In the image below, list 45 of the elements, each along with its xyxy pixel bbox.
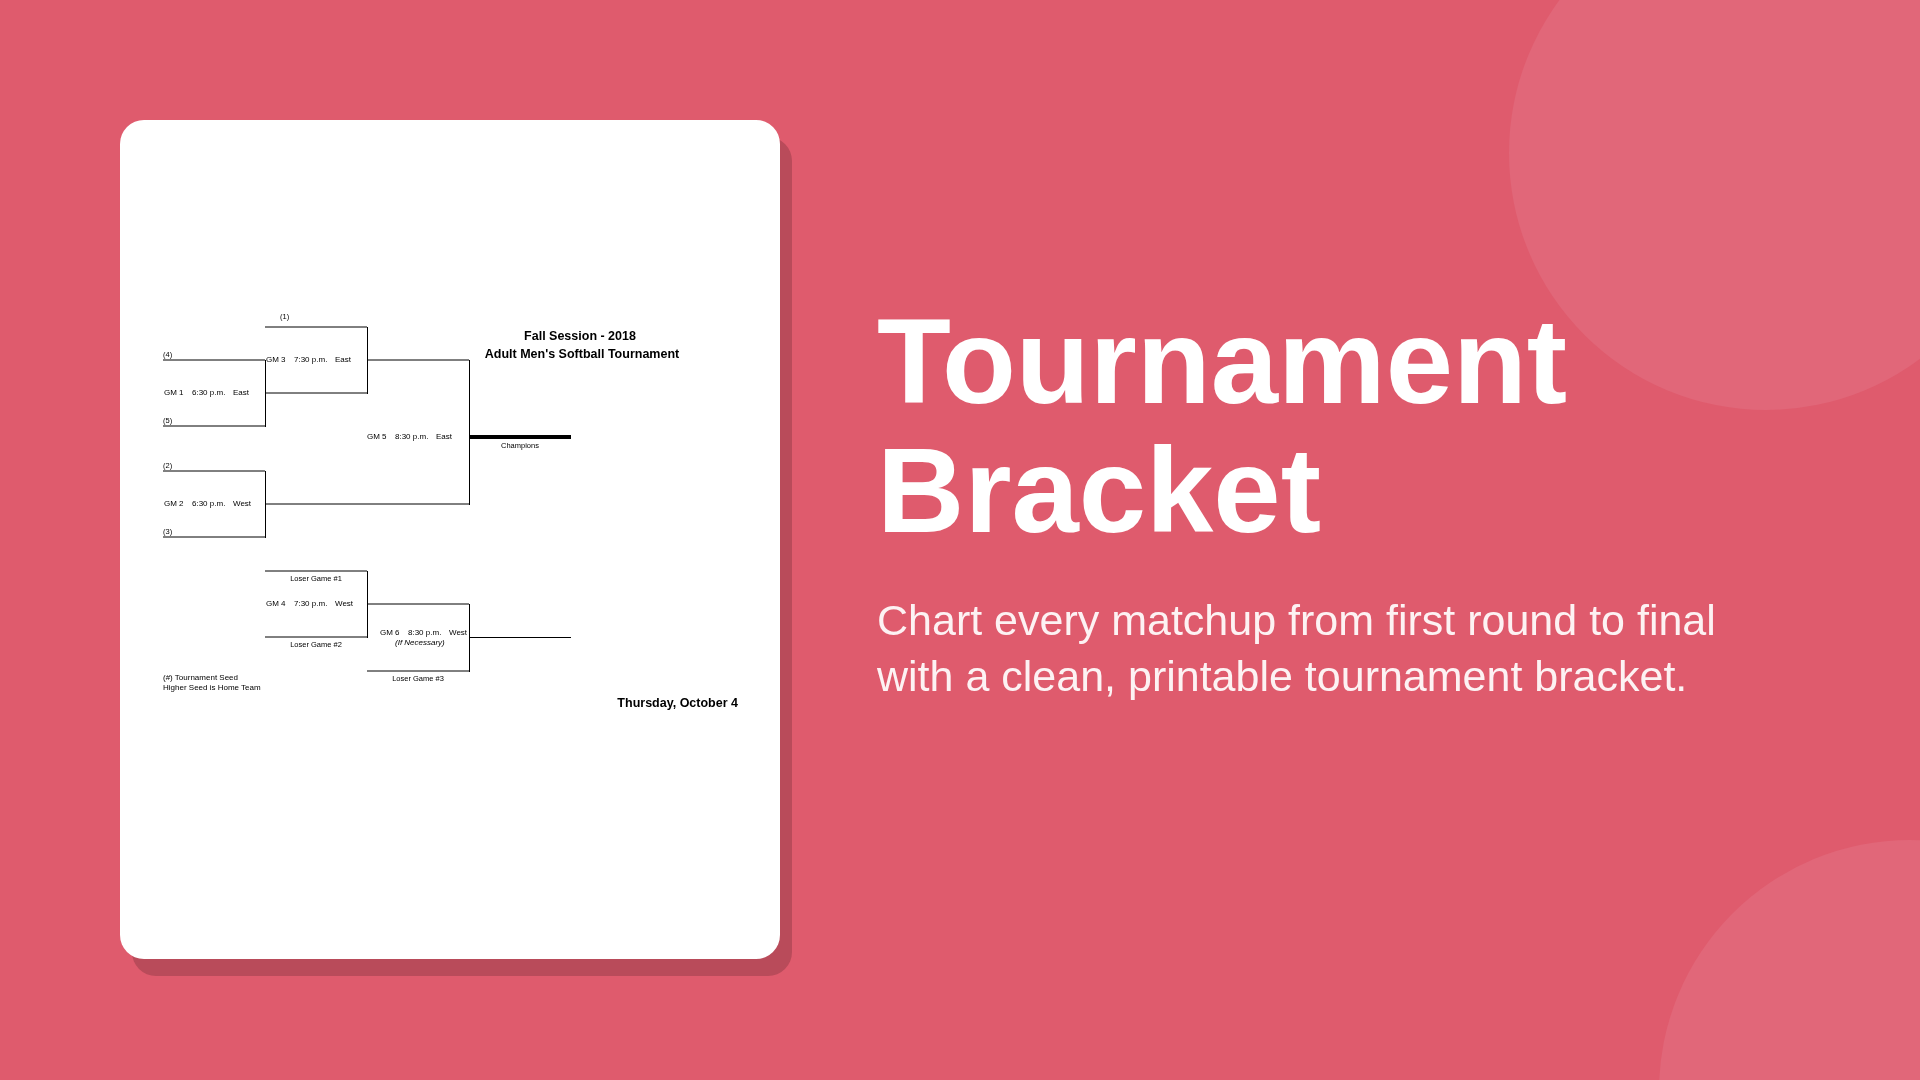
tournament-name: Adult Men's Softball Tournament bbox=[484, 346, 680, 363]
bracket-line bbox=[162, 536, 266, 538]
game-number: GM 3 bbox=[266, 355, 286, 365]
game-number: GM 1 bbox=[164, 388, 184, 398]
bracket-line bbox=[162, 470, 266, 472]
game-time: 6:30 p.m. bbox=[192, 388, 226, 398]
bracket-line bbox=[264, 326, 368, 328]
game-bracket bbox=[367, 359, 470, 505]
location-label: East bbox=[335, 355, 351, 365]
game-number: GM 2 bbox=[164, 499, 184, 509]
game-bracket bbox=[265, 326, 368, 394]
game-bracket bbox=[163, 359, 266, 427]
location-label: East bbox=[436, 432, 452, 442]
game-time: 6:30 p.m. bbox=[192, 499, 226, 509]
game-time: 7:30 p.m. bbox=[294, 355, 328, 365]
bracket-line bbox=[162, 359, 266, 361]
bracket-line bbox=[366, 603, 470, 605]
bracket-line bbox=[264, 503, 470, 505]
game-bracket bbox=[265, 570, 368, 638]
date-label: Thursday, October 4 bbox=[617, 695, 738, 712]
page-subtitle: Chart every matchup from first round to final with a clean, printable tournament bracket. bbox=[877, 595, 1717, 702]
bracket-line bbox=[366, 670, 470, 672]
seed-note: (#) Tournament Seed bbox=[163, 672, 238, 683]
game-number: GM 6 bbox=[380, 627, 400, 638]
bracket-line bbox=[162, 425, 266, 427]
bracket-line bbox=[468, 637, 572, 638]
bracket-line bbox=[264, 636, 368, 638]
home-team-note: Higher Seed is Home Team bbox=[163, 682, 261, 693]
sheet-title: Fall Session - 2018 bbox=[524, 328, 636, 345]
game-note: (If Necessary) bbox=[395, 637, 445, 647]
game-time: 8:30 p.m. bbox=[395, 432, 429, 442]
bracket-line bbox=[366, 359, 470, 361]
game-number: GM 5 bbox=[367, 432, 387, 442]
game-number: GM 4 bbox=[266, 599, 286, 609]
location-label: East bbox=[233, 388, 249, 398]
game-time: 8:30 p.m. bbox=[408, 627, 442, 638]
location-label: West bbox=[335, 599, 354, 609]
game-bracket bbox=[163, 470, 266, 538]
page-title: Tournament Bracket bbox=[877, 297, 1568, 555]
bracket-line bbox=[264, 392, 368, 394]
location-label: West bbox=[449, 627, 468, 638]
bracket-line bbox=[264, 570, 368, 572]
game-time: 7:30 p.m. bbox=[294, 599, 328, 609]
location-label: West bbox=[233, 499, 252, 509]
bracket-line bbox=[469, 435, 571, 439]
